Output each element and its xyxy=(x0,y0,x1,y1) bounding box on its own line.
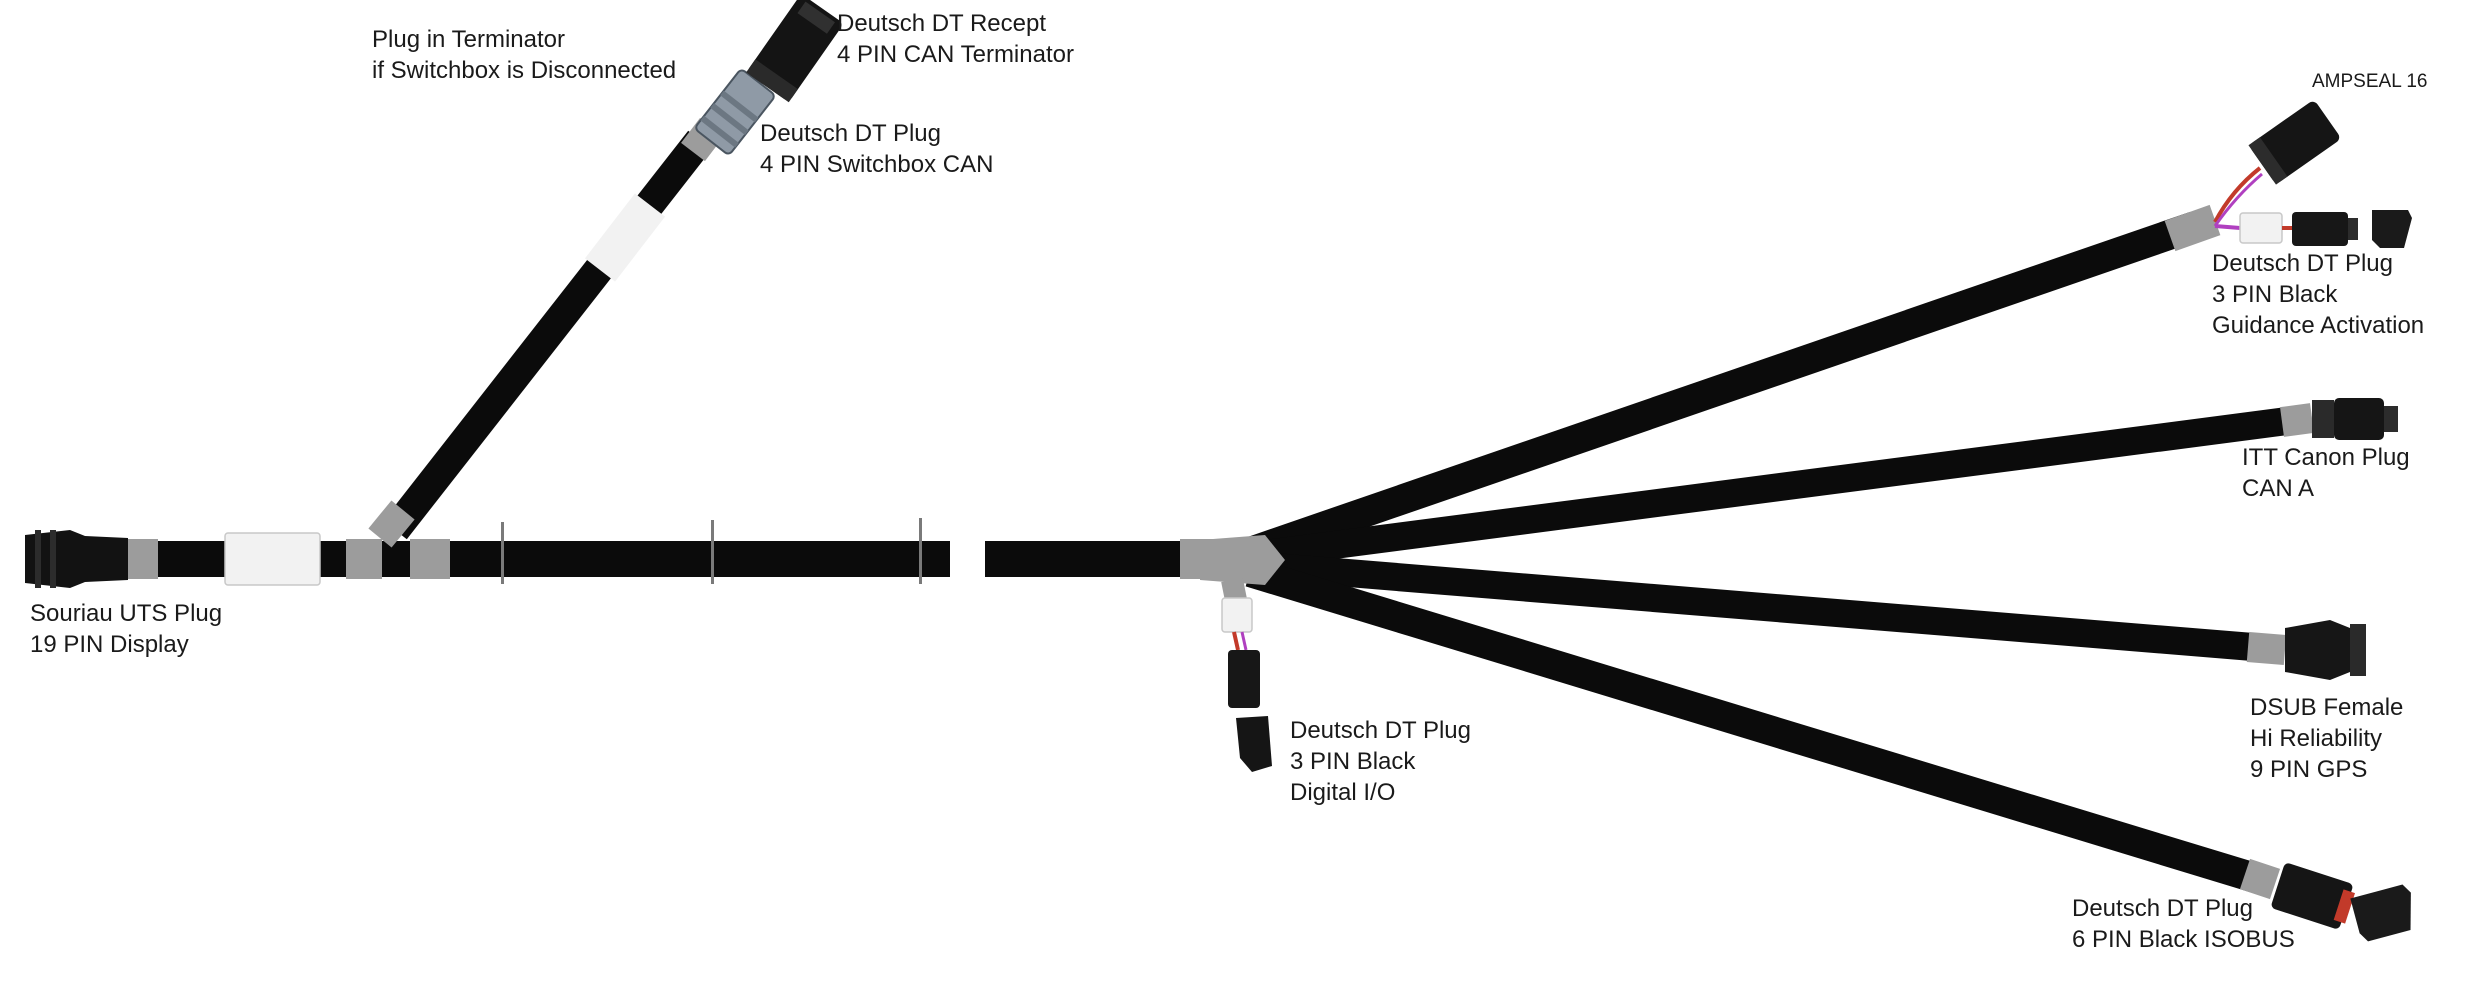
itt-canon-plug xyxy=(2280,398,2398,440)
digital-io-subassembly xyxy=(1221,577,1272,772)
dsub-female-connector xyxy=(2246,620,2366,680)
deutsch-dt-isobus-plug xyxy=(2239,858,2411,942)
switchbox-branch-cable xyxy=(368,117,724,548)
deutsch-dt-guidance-plug xyxy=(2292,212,2358,246)
ampseal-guidance-subassembly xyxy=(2164,101,2412,252)
deutsch-dt-recept-terminator xyxy=(746,0,842,103)
isobus-dust-cap xyxy=(2350,884,2411,942)
souriau-uts-plug xyxy=(25,530,128,588)
breakout-branches xyxy=(1200,211,2297,893)
ampseal-16-connector xyxy=(2248,101,2340,185)
main-trunk-cable xyxy=(75,518,1220,586)
deutsch-dt-plug-switchbox xyxy=(695,69,775,155)
ampseal-label: AMPSEAL 16 xyxy=(2312,71,2428,92)
guidance-dust-cap xyxy=(2372,210,2412,248)
